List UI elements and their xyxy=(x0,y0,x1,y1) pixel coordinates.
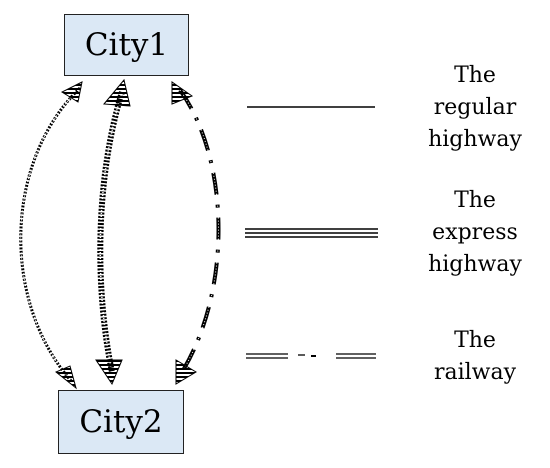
express-arrowhead-bottom xyxy=(95,359,123,386)
regular-arrowhead-bottom xyxy=(55,365,77,390)
legend-railway-label: The railway xyxy=(410,325,540,389)
legend-express-line-1: The xyxy=(454,188,496,213)
legend-regular-line-1: The xyxy=(454,63,496,88)
legend-regular-label: The regular highway xyxy=(410,60,540,156)
regular-highway-route xyxy=(19,81,83,390)
legend-regular-line-3: highway xyxy=(428,127,522,152)
railway-route xyxy=(171,81,221,385)
railway-arrowhead-top xyxy=(171,81,194,105)
railway-arrowhead-bottom xyxy=(175,359,197,385)
express-arrowhead-top xyxy=(102,78,131,107)
legend-railway-line-1: The xyxy=(454,328,496,353)
regular-arrowhead-top xyxy=(60,81,83,103)
express-highway-route xyxy=(95,78,131,386)
city1-node: City1 xyxy=(64,14,189,76)
legend-regular-line-2: regular xyxy=(433,95,517,120)
legend-express-line xyxy=(245,228,378,238)
legend-express-label: The express highway xyxy=(410,185,540,281)
legend-express-line-3: highway xyxy=(428,252,522,277)
city2-node: City2 xyxy=(58,390,184,454)
legend-railway-line-2: railway xyxy=(433,360,517,385)
legend-express-line-2: express xyxy=(432,220,518,245)
legend-railway-line xyxy=(246,353,376,359)
